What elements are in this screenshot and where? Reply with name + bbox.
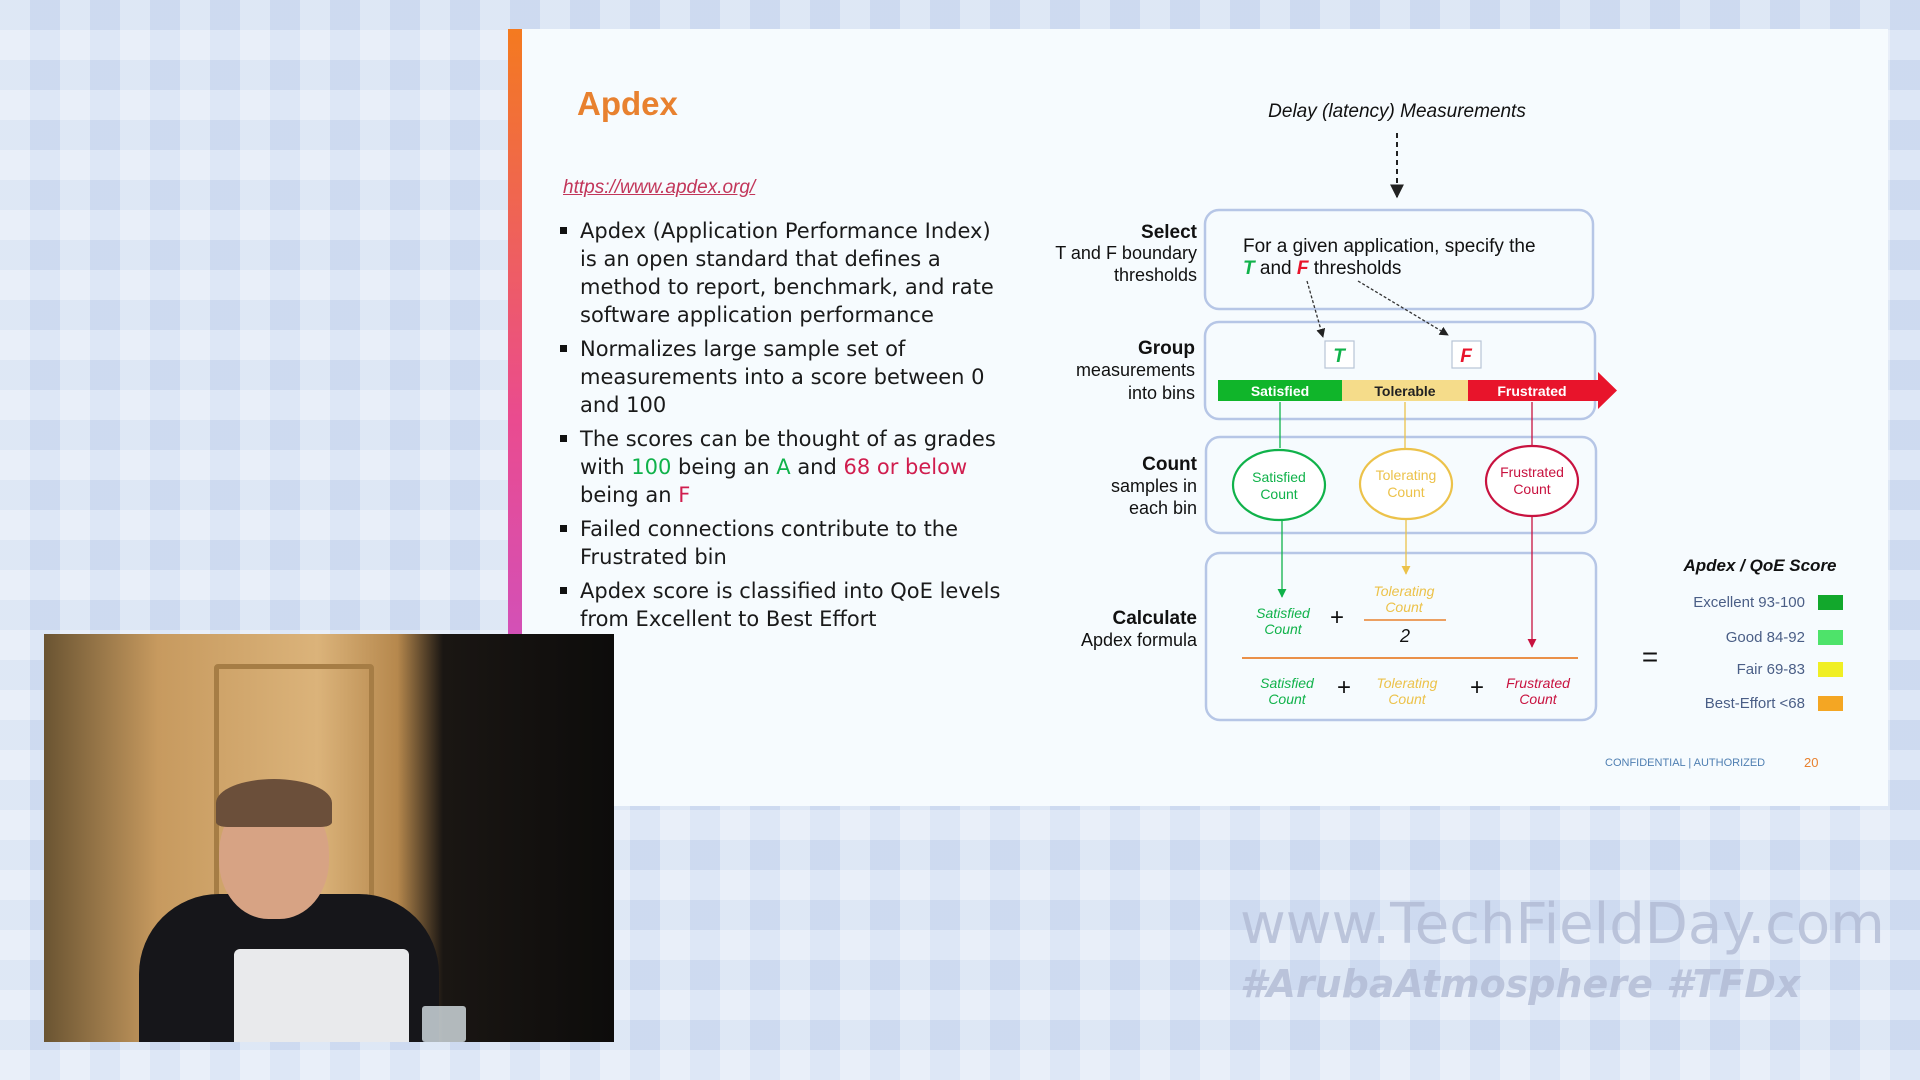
slide: Apdex https://www.apdex.org/ Apdex (Appl… [508,29,1888,806]
formula-num-tolerating: Tolerating [1374,583,1435,599]
tolerating-count-label: Count [1387,484,1424,500]
slide-title: Apdex [577,85,678,122]
score-level-label: Best-Effort <68 [1705,695,1805,712]
bullet-item: Apdex (Application Performance Index) is… [560,217,1010,329]
formula-plus: + [1330,604,1344,631]
score-level-label: Good 84-92 [1726,629,1805,646]
watermark-url: www.TechFieldDay.com [1240,892,1885,957]
bin-satisfied-label: Satisfied [1251,383,1309,399]
formula-num-tolerating: Count [1385,599,1423,615]
formula-den-frustrated: Frustrated [1506,675,1571,691]
t-marker [1324,340,1355,369]
select-text-line: For a given application, specify the [1243,236,1536,257]
apdex-diagram: Delay (latency) Measurements Select T an… [1055,101,1843,722]
score-level-label: Fair 69-83 [1737,661,1805,678]
select-text-line2: T and F thresholds [1243,258,1401,279]
formula-plus: + [1470,674,1484,701]
group-box [1203,320,1597,421]
formula-num-satisfied: Satisfied [1256,605,1311,621]
grade-68-text: 68 or below [843,455,968,479]
step-group-title: Group [1138,338,1195,359]
bullet-item: Apdex score is classified into QoE level… [560,577,1010,633]
slide-accent-bar [508,29,522,806]
bin-satisfied [1218,380,1342,401]
bullet-text: The scores can be thought of as grades w… [580,427,996,479]
formula-den-tolerating: Count [1388,691,1426,707]
frustrated-count-label: Count [1513,481,1550,497]
bullet-item: Normalizes large sample set of measureme… [560,335,1010,419]
formula-den-tolerating: Tolerating [1377,675,1438,691]
step-count-title: Count [1142,454,1198,475]
calculate-box [1204,551,1598,722]
formula-plus: + [1337,674,1351,701]
step-count-line: each bin [1129,498,1197,518]
bullet-item: Failed connections contribute to the Fru… [560,515,1010,571]
select-t-label: T [1243,258,1256,279]
water-cup [422,1006,466,1042]
confidential-label: CONFIDENTIAL | AUTHORIZED [1605,757,1766,769]
bin-frustrated [1468,372,1617,409]
bullet-item: The scores can be thought of as grades w… [560,425,1010,509]
f-marker [1451,340,1482,369]
equals-sign: = [1642,641,1658,672]
grade-100-text: 100 [631,455,672,479]
select-and-text: and [1260,258,1292,279]
score-level-swatch [1818,696,1843,711]
satisfied-count-label: Count [1260,486,1297,502]
bullet-text: being an [580,483,679,507]
grade-f-text: F [678,483,691,507]
formula-den-satisfied: Satisfied [1260,675,1315,691]
bin-frustrated-label: Frustrated [1497,383,1566,399]
t-marker-label: T [1333,346,1346,367]
step-select-line: T and F boundary [1055,243,1197,263]
formula-num-satisfied: Count [1264,621,1302,637]
apdex-link[interactable]: https://www.apdex.org/ [563,177,756,198]
tolerating-count-label: Tolerating [1376,467,1437,483]
f-pointer-arrow [1357,280,1449,336]
bin-tolerable-label: Tolerable [1374,383,1435,399]
step-count-line: samples in [1111,476,1197,496]
watermark-hashtags: #ArubaAtmosphere #TFDx [1240,962,1801,1006]
formula-den-satisfied: Count [1268,691,1306,707]
step-select-title: Select [1141,222,1198,243]
score-level-swatch [1818,595,1843,610]
select-f-label: F [1297,258,1310,279]
page-number: 20 [1804,755,1819,770]
grade-a-text: A [776,455,791,479]
step-calculate-line: Apdex formula [1081,630,1198,650]
frustrated-count-label: Frustrated [1500,464,1564,480]
bullet-text: and [790,455,844,479]
bin-tolerable [1342,380,1468,401]
step-calculate-title: Calculate [1113,608,1197,629]
laptop [234,949,409,1042]
step-group-line: measurements [1076,360,1195,380]
satisfied-count-circle [1231,448,1327,522]
satisfied-count-label: Satisfied [1252,469,1306,485]
formula-divisor: 2 [1399,626,1410,646]
select-thresholds-text: thresholds [1314,258,1402,279]
f-marker-label: F [1460,346,1473,367]
score-level-label: Excellent 93-100 [1693,594,1805,611]
score-level-swatch [1818,630,1843,645]
select-box [1203,208,1595,311]
presenter-hair [216,779,332,827]
score-legend-title: Apdex / QoE Score [1682,556,1836,575]
step-select-line: thresholds [1114,265,1197,285]
bullet-list: Apdex (Application Performance Index) is… [560,217,1010,639]
bullet-text: being an [671,455,777,479]
score-level-swatch [1818,662,1843,677]
measurements-label: Delay (latency) Measurements [1268,101,1526,122]
formula-den-frustrated: Count [1519,691,1557,707]
step-group-line: into bins [1128,383,1195,403]
presenter-webcam [44,634,614,1042]
